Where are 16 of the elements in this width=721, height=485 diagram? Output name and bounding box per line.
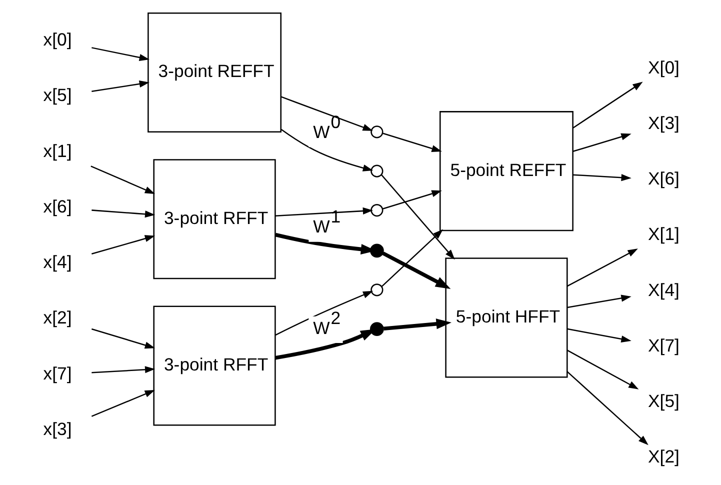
node-text: X[7] (648, 335, 680, 356)
node-text: x[6] (43, 196, 72, 216)
node-text: x[0] (43, 30, 72, 50)
node-text: x[3] (43, 418, 72, 439)
node-text: x[1] (43, 140, 72, 161)
node-text: x[2] (43, 308, 72, 328)
node-text: X[0] (648, 57, 680, 78)
node-text: x[4] (43, 252, 72, 272)
node-text: X[5] (648, 391, 680, 412)
node-text: x[7] (43, 363, 72, 384)
node-text: X[2] (648, 446, 680, 467)
node-text: X[3] (648, 113, 680, 134)
node-text: x[5] (43, 85, 72, 106)
node-text: X[6] (648, 168, 680, 189)
node-text: X[1] (648, 224, 680, 244)
node-text: X[4] (648, 280, 680, 300)
